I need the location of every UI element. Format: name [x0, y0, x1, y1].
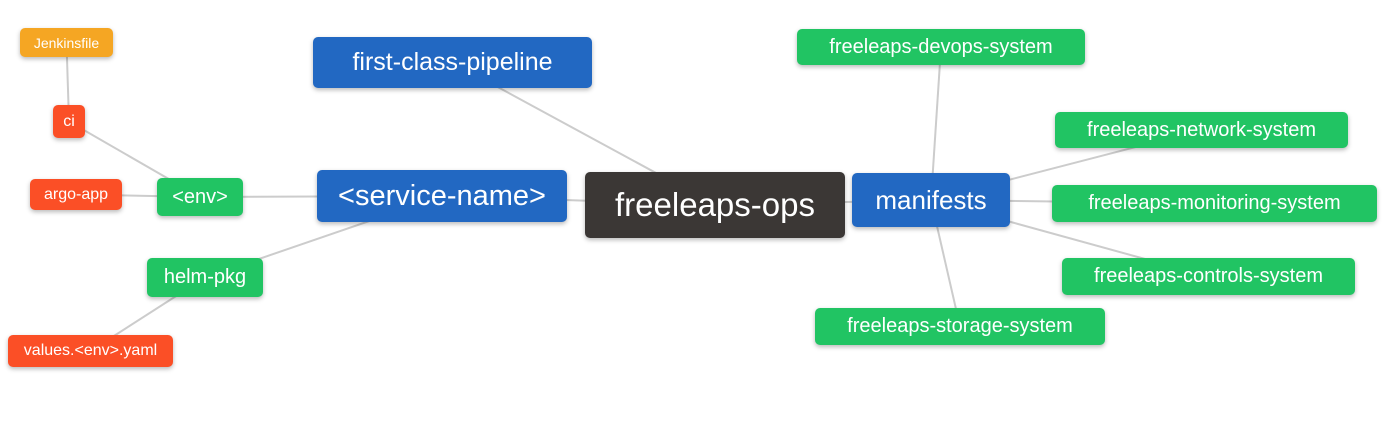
node-values-env-yaml[interactable]: values.<env>.yaml	[8, 335, 173, 367]
node-freeleaps-devops-system[interactable]: freeleaps-devops-system	[797, 29, 1085, 65]
node-manifests[interactable]: manifests	[852, 173, 1010, 227]
node-label: freeleaps-storage-system	[847, 315, 1073, 337]
node-label: manifests	[875, 184, 987, 215]
node-label: Jenkinsfile	[33, 34, 100, 51]
node-helm-pkg[interactable]: helm-pkg	[147, 258, 263, 297]
node-label: freeleaps-network-system	[1087, 118, 1316, 141]
node-label: helm-pkg	[163, 266, 247, 288]
node-freeleaps-monitoring-system[interactable]: freeleaps-monitoring-system	[1052, 185, 1377, 222]
node-label: values.<env>.yaml	[23, 342, 158, 359]
node-label: freeleaps-ops	[615, 186, 815, 223]
node-label: freeleaps-monitoring-system	[1088, 192, 1341, 214]
node-service-name[interactable]: <service-name>	[317, 170, 567, 222]
node-freeleaps-network-system[interactable]: freeleaps-network-system	[1055, 112, 1348, 148]
node-label: <service-name>	[338, 179, 546, 212]
node-label: first-class-pipeline	[352, 48, 553, 76]
node-label: freeleaps-controls-system	[1094, 265, 1323, 287]
node-first-class-pipeline[interactable]: first-class-pipeline	[313, 37, 592, 88]
node-label: argo-app	[43, 185, 109, 203]
node-label: <env>	[172, 185, 228, 208]
node-freeleaps-storage-system[interactable]: freeleaps-storage-system	[815, 308, 1105, 345]
node-freeleaps-ops[interactable]: freeleaps-ops	[585, 172, 845, 238]
node-label: freeleaps-devops-system	[829, 35, 1053, 58]
node-env[interactable]: <env>	[157, 178, 243, 216]
node-jenkinsfile[interactable]: Jenkinsfile	[20, 28, 113, 57]
node-freeleaps-controls-system[interactable]: freeleaps-controls-system	[1062, 258, 1355, 295]
node-ci[interactable]: ci	[53, 105, 85, 138]
node-label: ci	[63, 112, 75, 130]
node-argo-app[interactable]: argo-app	[30, 179, 122, 210]
